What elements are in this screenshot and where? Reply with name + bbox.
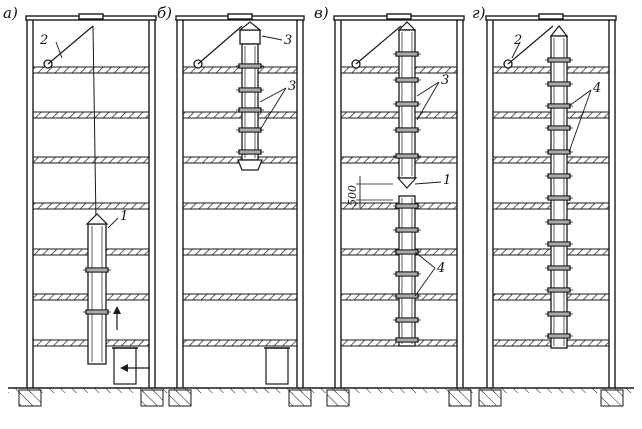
callout-winch: 2 [513, 33, 522, 48]
floor-slab [32, 111, 150, 119]
ground-hatch [8, 388, 634, 393]
riser-bottom-funnel [237, 159, 263, 171]
callout-winch: 2 [39, 33, 48, 48]
riser-sling [397, 21, 417, 31]
dimension-500: 500 [346, 185, 359, 206]
move-arrow-head [120, 364, 128, 372]
footing [478, 389, 502, 407]
installed-riser [398, 195, 416, 347]
footing [448, 389, 472, 407]
panel-label-g: г) [472, 4, 486, 22]
callout-riser-top: 3 [284, 33, 292, 48]
floor-slab [182, 293, 298, 301]
riser-pipe [241, 43, 259, 161]
floor-slab [182, 111, 298, 119]
frame-a: а) 2 1 [3, 4, 164, 407]
leader-line [511, 41, 521, 59]
leader-line [259, 87, 287, 103]
panel-label-v: в) [314, 4, 329, 22]
hoist-rope [507, 25, 554, 65]
hoist-beam [78, 13, 104, 20]
lifted-unit [87, 223, 107, 365]
riser-sling [238, 21, 262, 31]
floor-slab [182, 202, 298, 210]
footing [288, 389, 312, 407]
footing [168, 389, 192, 407]
leader-line [259, 87, 287, 131]
hoist-beam [227, 13, 253, 20]
lift-arrow-head [113, 306, 121, 314]
frame-v: в) 3 1 4 500 [314, 4, 472, 407]
footing [140, 389, 164, 407]
callout-lifted-unit: 1 [443, 173, 451, 188]
trolley [265, 347, 289, 385]
frame-g: г) 2 4 [472, 4, 624, 407]
hoist-rope [355, 25, 402, 65]
leader-line [416, 81, 440, 121]
frame-b: б) 3 3 [157, 4, 312, 407]
panel-label-b: б) [157, 4, 172, 22]
leader-line [568, 89, 592, 107]
hoist-beam [538, 13, 564, 20]
leader-line [568, 89, 592, 153]
callout-riser-joints: 3 [288, 79, 296, 94]
leader-line [107, 217, 119, 229]
leader-line [416, 81, 440, 97]
callout-upper-joints: 3 [441, 73, 449, 88]
riser-sling [549, 25, 569, 37]
leader-line [55, 41, 63, 59]
footing [18, 389, 42, 407]
hoist-rope [197, 25, 243, 65]
callout-lower-joints: 4 [436, 261, 445, 276]
footing [326, 389, 350, 407]
hoist-rope [47, 25, 94, 65]
hoist-rope [92, 25, 97, 223]
floor-slab [32, 156, 150, 164]
lifted-unit [396, 177, 418, 189]
floor-slab [182, 248, 298, 256]
hoist-beam [386, 13, 412, 20]
callout-unit: 1 [120, 209, 128, 224]
riser-top [239, 29, 261, 45]
leader-line [414, 251, 436, 269]
floor-slab [32, 66, 150, 74]
leader-line [261, 35, 283, 41]
leader-line [414, 267, 436, 297]
leader-line [414, 181, 442, 185]
floor-slab [182, 339, 298, 347]
callout-riser-joints: 4 [592, 81, 601, 96]
floor-slab [32, 202, 150, 210]
panel-label-a: а) [3, 4, 18, 22]
unit-sling [85, 213, 109, 225]
footing [600, 389, 624, 407]
